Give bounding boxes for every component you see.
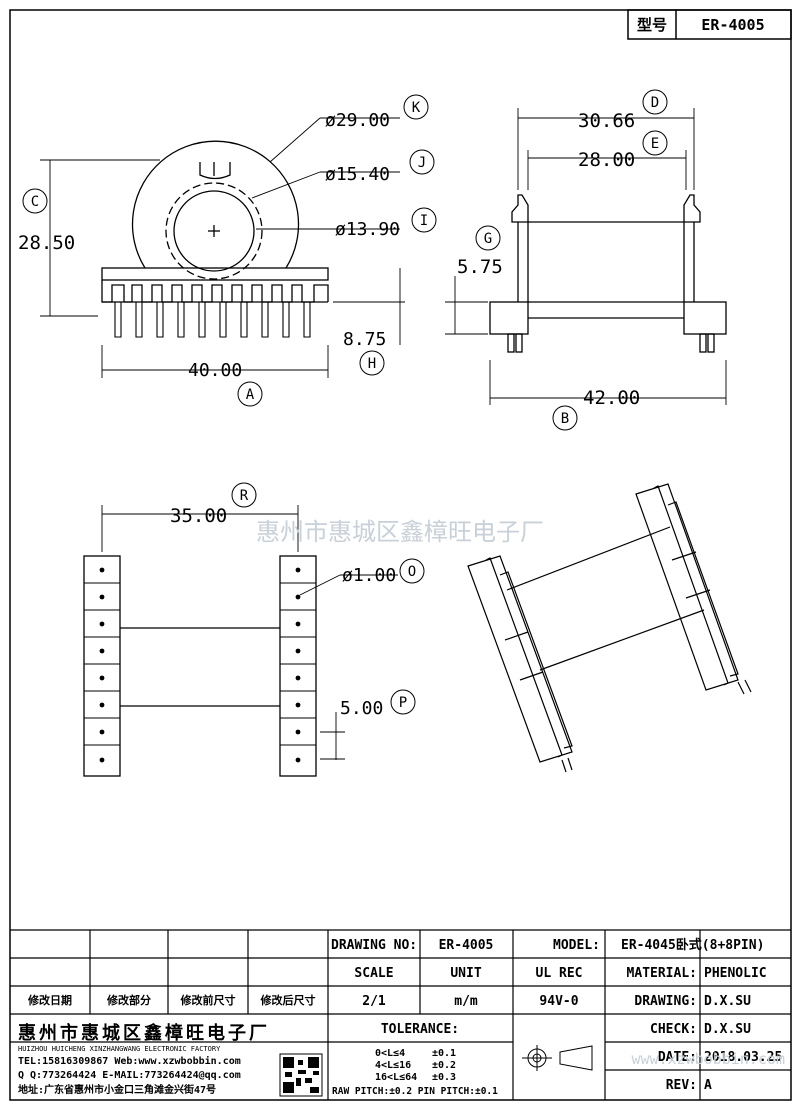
footer-watermark: www.xzwbobbin.com: [631, 1050, 785, 1068]
front-view: [101, 140, 329, 338]
rev-col-date: 修改日期: [27, 993, 72, 1007]
unit-value: m/m: [454, 994, 478, 1009]
rev-col-after: 修改后尺寸: [260, 993, 316, 1007]
rev-col-part: 修改部分: [106, 993, 151, 1007]
callout-i: [411, 207, 437, 233]
callout-e-label: E: [651, 136, 659, 152]
dim-875: 8.75: [343, 329, 386, 350]
check-value: D.X.SU: [704, 1022, 751, 1037]
outer-frame: [9, 9, 792, 1101]
callout-b: [552, 405, 578, 431]
company-address: 地址:广东省惠州市小金口三角滩金兴街47号: [18, 1083, 216, 1096]
dim-3500: 35.00: [170, 505, 227, 527]
callout-p: [390, 689, 416, 715]
company-name-en: HUIZHOU HUICHENG XINZHANGWANG ELECTRONIC…: [18, 1045, 221, 1053]
callout-k: [403, 94, 429, 120]
callout-j: [409, 149, 435, 175]
bottom-view-dimensions: [101, 505, 398, 760]
callout-r: [231, 482, 257, 508]
drawing-no-value: ER-4005: [439, 938, 494, 953]
callout-c: [22, 188, 48, 214]
callout-c-label: C: [31, 194, 39, 210]
tol-range-3: 16<L≤64: [375, 1072, 417, 1083]
tol-value-3: ±0.3: [432, 1072, 456, 1083]
drawing-by-value: D.X.SU: [704, 994, 751, 1009]
side-view: [489, 194, 727, 353]
callout-g-label: G: [484, 231, 492, 247]
ul-value: 94V-0: [539, 994, 578, 1009]
header-model-box: 型号 ER-4005: [627, 9, 792, 40]
callout-b-label: B: [561, 411, 569, 427]
date-label: DATE:: [658, 1050, 697, 1065]
drawing-by-label: DRAWING:: [634, 994, 697, 1009]
model-label: 型号: [637, 16, 667, 34]
dim-d100: ø1.00: [342, 565, 396, 586]
ul-label: UL REC: [536, 966, 583, 981]
check-label: CHECK:: [650, 1022, 697, 1037]
callout-o-label: O: [408, 564, 416, 580]
callout-r-label: R: [240, 488, 249, 504]
tol-value-1: ±0.1: [432, 1048, 456, 1059]
tol-range-2: 4<L≤16: [375, 1060, 411, 1071]
callout-k-label: K: [412, 100, 421, 116]
pitch-tolerance: RAW PITCH:±0.2 PIN PITCH:±0.1: [332, 1086, 498, 1097]
callout-e: [642, 130, 668, 156]
dim-4000: 40.00: [188, 360, 242, 381]
callout-h-label: H: [368, 356, 376, 372]
dim-575: 5.75: [457, 256, 503, 278]
qr-code-icon: [279, 1053, 323, 1097]
model-label-tb: MODEL:: [553, 938, 600, 953]
title-block-grid: [10, 929, 791, 1100]
material-value: PHENOLIC: [704, 966, 767, 981]
callout-o: [399, 558, 425, 584]
model-value: ER-4005: [701, 16, 764, 34]
scale-value: 2/1: [362, 994, 386, 1009]
dim-d13: ø13.90: [335, 219, 400, 240]
projection-symbol-icon: [522, 1045, 593, 1071]
scale-label: SCALE: [354, 966, 393, 981]
callout-p-label: P: [399, 695, 407, 711]
dim-2800: 28.00: [578, 149, 635, 171]
company-tel: TEL:15816309867 Web:www.xzwbobbin.com: [18, 1055, 241, 1067]
date-value: 2018.03.25: [704, 1050, 782, 1065]
tolerance-label: TOLERANCE:: [381, 1022, 459, 1037]
company-name: 惠州市惠城区鑫樟旺电子厂: [18, 1022, 270, 1044]
tol-range-1: 0<L≤4: [375, 1048, 405, 1059]
material-label: MATERIAL:: [627, 966, 697, 981]
callout-d-label: D: [651, 95, 659, 111]
callout-d: [642, 89, 668, 115]
dim-3066: 30.66: [578, 110, 635, 132]
rev-value: A: [704, 1078, 712, 1093]
dim-d29: ø29.00: [325, 110, 390, 131]
dim-500: 5.00: [340, 698, 383, 719]
dim-2850: 28.50: [18, 232, 75, 254]
front-view-dimensions: [40, 117, 405, 378]
callout-a-label: A: [246, 387, 255, 403]
tol-value-2: ±0.2: [432, 1060, 456, 1071]
company-qq: Q Q:773264424 E-MAIL:773264424@qq.com: [18, 1070, 241, 1081]
callout-g: [475, 225, 501, 251]
callout-a: [237, 381, 263, 407]
unit-label: UNIT: [450, 966, 481, 981]
model-value-tb: ER-4045卧式(8+8PIN): [621, 937, 764, 953]
rev-col-before: 修改前尺寸: [180, 993, 236, 1007]
side-view-dimensions: [445, 108, 727, 405]
dim-4200: 42.00: [583, 387, 640, 409]
callout-h: [359, 350, 385, 376]
rev-label: REV:: [666, 1078, 697, 1093]
callout-i-label: I: [420, 213, 428, 229]
callout-j-label: J: [418, 155, 426, 171]
bottom-view: [83, 555, 317, 777]
drawing-no-label: DRAWING NO:: [331, 938, 417, 953]
watermark-text: 惠州市惠城区鑫樟旺电子厂: [256, 518, 544, 546]
dim-d15: ø15.40: [325, 164, 390, 185]
isometric-view: [467, 483, 752, 773]
